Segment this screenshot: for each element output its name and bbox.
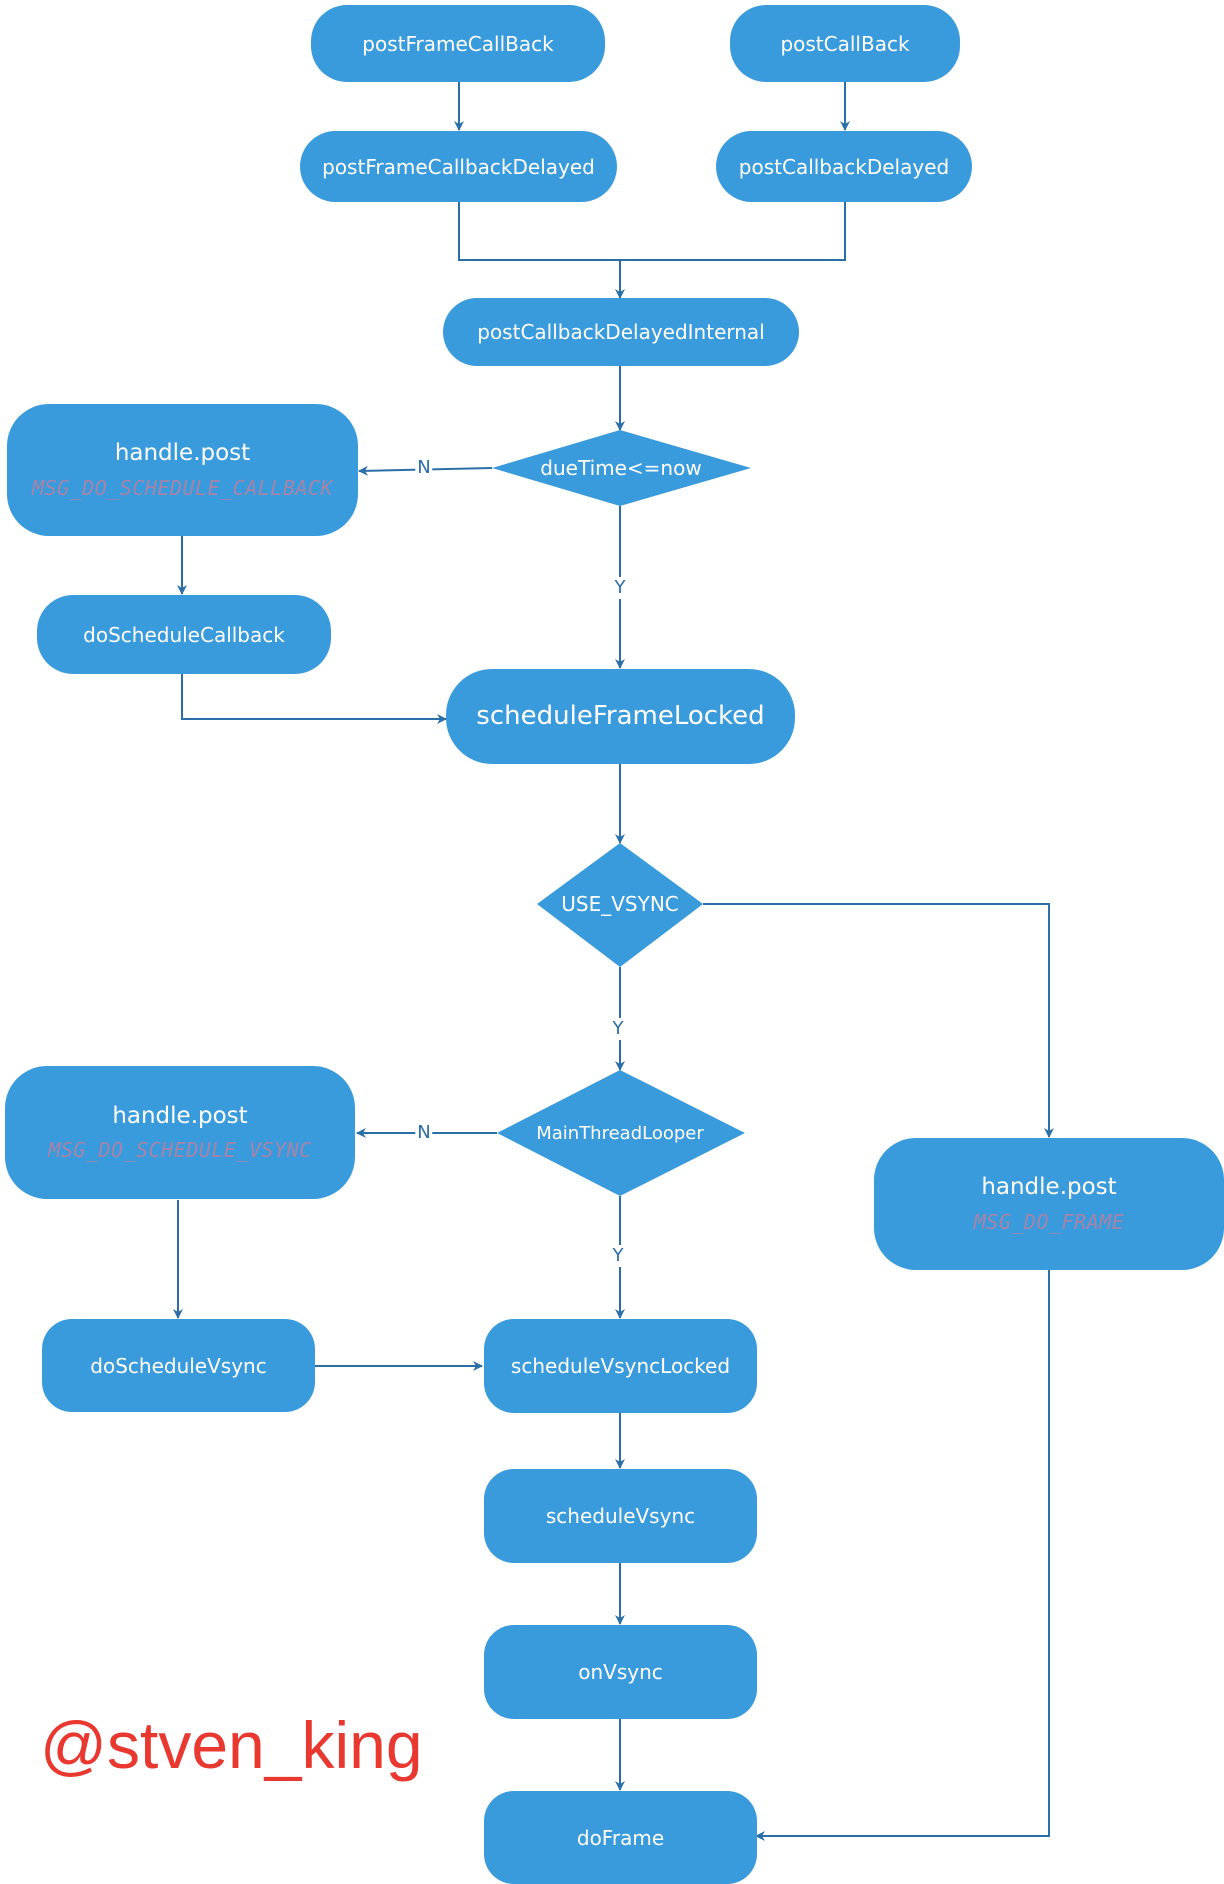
node-handle-post-schedule-callback[interactable]: handle.post MSG_DO_SCHEDULE_CALLBACK	[7, 404, 358, 536]
node-schedule-frame-locked[interactable]: scheduleFrameLocked	[446, 669, 795, 764]
node-label: doFrame	[576, 1825, 665, 1850]
node-do-schedule-vsync[interactable]: doScheduleVsync	[42, 1319, 315, 1412]
edge-merge-right	[620, 202, 846, 261]
node-label: scheduleVsync	[545, 1504, 696, 1528]
node-label: postCallbackDelayed	[738, 154, 950, 179]
decision-use-vsync[interactable]	[537, 843, 703, 967]
node-label: scheduleVsyncLocked	[510, 1354, 731, 1378]
edge-label-duetime-no: N	[415, 457, 433, 479]
decision-duetime[interactable]	[492, 430, 751, 506]
node-label: scheduleFrameLocked	[476, 700, 765, 731]
message-constant-label: MSG_DO_FRAME	[973, 1209, 1125, 1234]
node-label: postCallbackDelayedInternal	[477, 320, 765, 344]
node-label: handle.post	[981, 1174, 1117, 1201]
node-label: postFrameCallBack	[362, 31, 554, 56]
node-post-callback-delayed[interactable]: postCallbackDelayed	[716, 131, 972, 202]
node-label: handle.post	[114, 440, 251, 467]
edge-label-looper-yes: Y	[610, 1245, 626, 1267]
node-post-callback-delayed-internal[interactable]: postCallbackDelayedInternal	[443, 298, 799, 366]
edge-merge-left	[458, 202, 620, 261]
node-schedule-vsync-locked[interactable]: scheduleVsyncLocked	[484, 1319, 757, 1413]
edge-label-usevsync-yes: Y	[610, 1018, 626, 1040]
node-do-schedule-callback[interactable]: doScheduleCallback	[37, 595, 331, 674]
edge-label-duetime-yes: Y	[612, 577, 628, 599]
node-on-vsync[interactable]: onVsync	[484, 1625, 757, 1719]
edge-usevsync-no-to-handlepost-frame	[703, 903, 1054, 1138]
node-post-callback[interactable]: postCallBack	[730, 5, 960, 82]
node-post-frame-callback[interactable]: postFrameCallBack	[311, 5, 605, 82]
node-label: doScheduleCallback	[83, 622, 285, 647]
node-label: postFrameCallbackDelayed	[322, 154, 595, 179]
decision-main-thread-looper[interactable]	[497, 1070, 745, 1196]
node-label: handle.post	[112, 1102, 248, 1129]
node-label: postCallBack	[780, 31, 910, 56]
message-constant-label: MSG_DO_SCHEDULE_CALLBACK	[32, 475, 333, 500]
node-schedule-vsync[interactable]: scheduleVsync	[484, 1469, 757, 1563]
node-label: doScheduleVsync	[90, 1353, 267, 1378]
node-handle-post-schedule-vsync[interactable]: handle.post MSG_DO_SCHEDULE_VSYNC	[5, 1066, 355, 1199]
edge-handlepost-frame-to-doframe	[755, 1270, 1050, 1841]
edge-doschedulecallback-to-scheduleframe	[181, 674, 447, 724]
message-constant-label: MSG_DO_SCHEDULE_VSYNC	[48, 1138, 312, 1163]
node-do-frame[interactable]: doFrame	[484, 1791, 757, 1884]
author-watermark: @stven_king	[40, 1708, 423, 1782]
node-label: onVsync	[578, 1660, 663, 1684]
node-handle-post-frame[interactable]: handle.post MSG_DO_FRAME	[874, 1138, 1224, 1270]
edge-label-looper-no: N	[415, 1122, 433, 1144]
node-post-frame-callback-delayed[interactable]: postFrameCallbackDelayed	[300, 131, 617, 202]
